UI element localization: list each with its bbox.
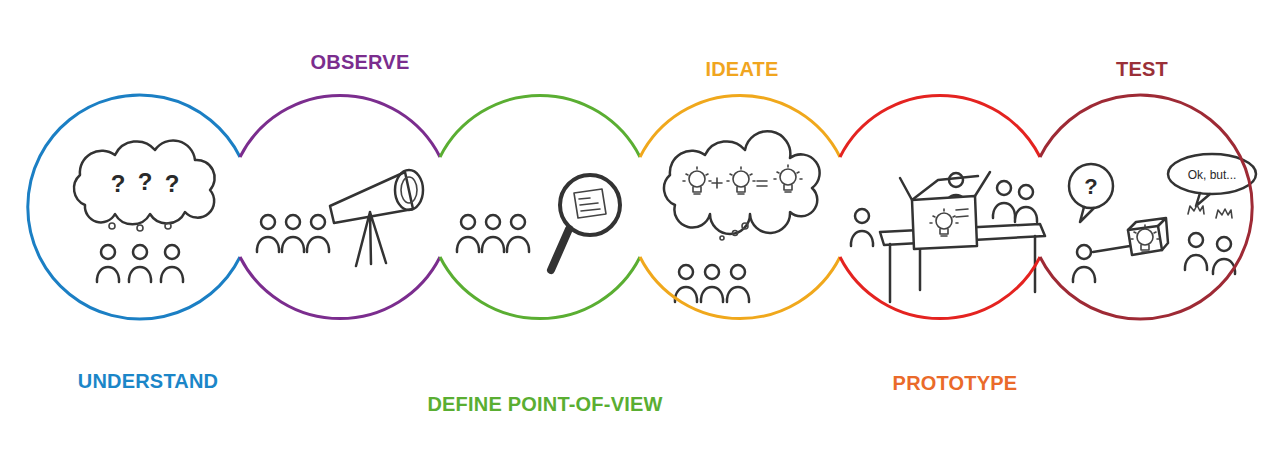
phase-title: DEFINE POINT-OF-VIEW [427,393,662,416]
circle-arc [1040,95,1252,319]
phase-title: OBSERVE [311,51,410,74]
phase-circle: TEST [1025,92,1255,322]
sketch-text: ? [1084,174,1097,200]
people-group [457,215,529,252]
phase-circle: OBSERVE [225,92,455,322]
phase-title: TEST [1116,58,1168,81]
prototype-table [851,172,1045,302]
circle-arc [640,95,840,318]
idea-cloud [664,131,820,240]
phase-title: PROTOTYPE [893,372,1018,395]
magnifier [551,175,620,270]
circle-outline [25,92,255,322]
circle-arc [28,95,240,319]
sketch-text: ? [165,170,180,198]
phase-title: IDEATE [705,58,778,81]
circle-outline [1025,92,1255,322]
people-group [257,215,329,252]
circle-arc [440,95,640,318]
phase-circle: IDEATE [625,92,855,322]
telescope [330,170,423,266]
sketch-text: Ok, but... [1188,168,1237,182]
test-scene [1069,154,1256,282]
phase-circle: DEFINE POINT-OF-VIEW [425,92,655,322]
circle-outline [625,92,855,322]
people-group [97,245,183,282]
phase-title: UNDERSTAND [78,370,219,393]
circle-outline [825,92,1055,322]
circle-outline [225,92,455,322]
people-group [675,265,749,302]
circle-arc [240,95,440,318]
circle-outline [425,92,655,322]
circle-arc [840,95,1040,318]
thought-cloud [74,140,215,231]
sketch-text: ? [111,170,126,198]
phase-circle: PROTOTYPE [825,92,1055,322]
phase-circle: UNDERSTAND [25,92,255,322]
sketch-text: ? [138,168,153,196]
